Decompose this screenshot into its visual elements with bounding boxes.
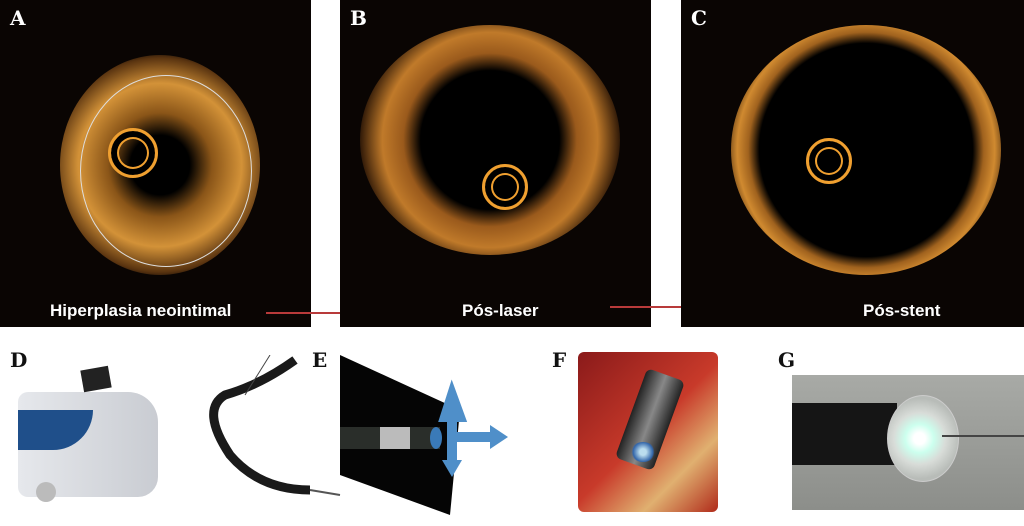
- catheter: [482, 164, 528, 210]
- panel-label-c: C: [691, 6, 707, 30]
- catheter: [108, 128, 158, 178]
- catheter: [806, 138, 852, 184]
- panel-label-a: A: [10, 6, 26, 30]
- panel-label-e: E: [312, 348, 328, 372]
- laser-catheter-image: [209, 355, 341, 496]
- caption-a: Hiperplasia neointimal: [50, 301, 232, 320]
- laser-console-image: [18, 392, 158, 502]
- vessel-wall: [731, 25, 1001, 275]
- oct-panel-a: A Hiperplasia neointimal: [0, 0, 311, 327]
- vessel-wall: [360, 25, 620, 255]
- blue-direction-arrows: [438, 379, 490, 460]
- lumen-contour: [80, 75, 252, 267]
- oct-panel-b: B Pós-laser: [340, 0, 651, 327]
- caption-c: Pós-stent: [863, 301, 941, 320]
- caption-b: Pós-laser: [462, 301, 539, 320]
- panel-label-d: D: [10, 348, 28, 372]
- panel-label-g: G: [778, 348, 796, 372]
- artery-illustration: [578, 352, 718, 512]
- console-screen: [80, 365, 112, 393]
- panel-label-f: F: [552, 348, 567, 372]
- panel-label-b: B: [350, 6, 367, 30]
- oct-panel-c: C Pós-stent: [681, 0, 1024, 327]
- catheter-photo: [792, 375, 1024, 510]
- catheter-tip-image: [340, 355, 508, 515]
